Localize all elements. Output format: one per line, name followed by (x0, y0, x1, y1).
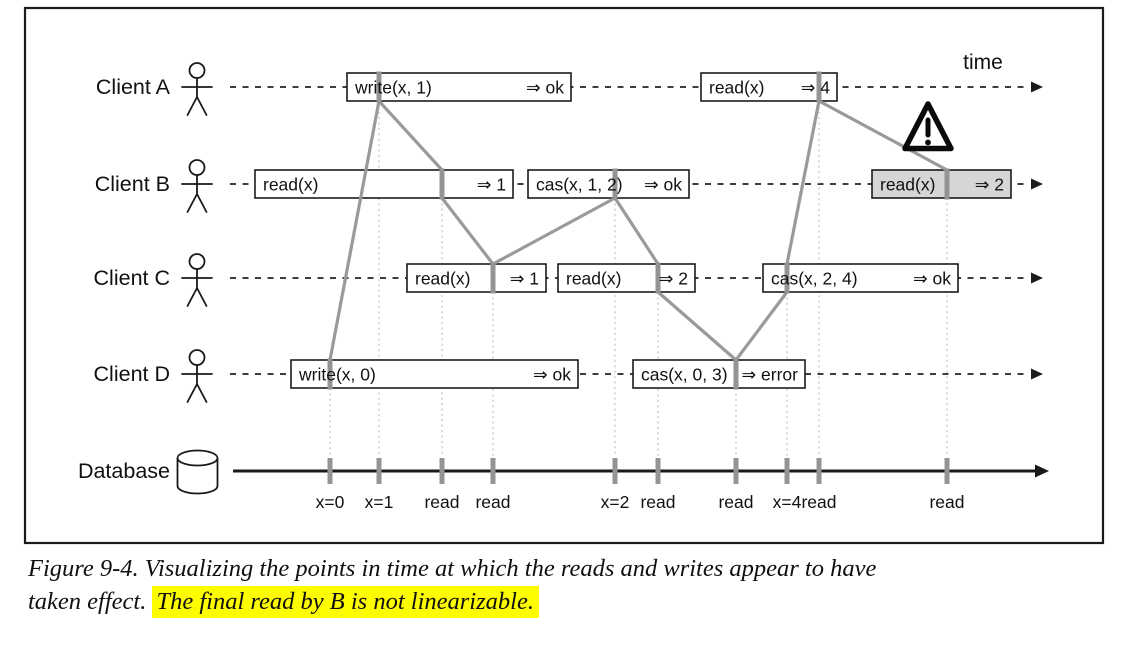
op-result-a-read: ⇒ 4 (801, 78, 831, 98)
timeline-arrowhead-client-d (1031, 368, 1043, 380)
linearizability-diagram: Client A Client B Client C Client D Database… (23, 6, 1105, 545)
caption-line2-prefix: taken effect. (28, 588, 153, 615)
row-label-client-d: Client D (94, 362, 170, 386)
db-tick (612, 458, 618, 484)
person-icon (188, 159, 206, 176)
commit-point-marker-b-read (439, 168, 445, 200)
person-icon (188, 253, 206, 270)
op-label-a-read: read(x) (709, 78, 764, 98)
op-result-b-read2: ⇒ 2 (975, 175, 1004, 195)
op-result-c-read2: ⇒ 2 (659, 269, 688, 289)
linearization-segment (491, 196, 617, 266)
row-label-client-a: Client A (96, 75, 171, 99)
op-label-b-cas: cas(x, 1, 2) (536, 175, 623, 195)
op-box-d-write (290, 359, 579, 389)
timeline-arrowhead-client-c (1031, 272, 1043, 284)
figure-frame (23, 6, 1105, 545)
op-result-c-read1: ⇒ 1 (510, 269, 539, 289)
db-timeline-arrowhead (1035, 464, 1049, 478)
commit-point-marker-c-read2 (655, 262, 661, 294)
op-label-a-write: write(x, 1) (354, 78, 432, 98)
op-label-c-read1: read(x) (415, 269, 470, 289)
database-cylinder-icon (176, 458, 219, 495)
linearization-segment (377, 99, 444, 172)
commit-point-marker-c-cas (784, 262, 790, 294)
op-box-c-cas (762, 263, 959, 293)
timeline-arrowhead-client-a (1031, 81, 1043, 93)
db-tick (327, 458, 333, 484)
db-tick (655, 458, 661, 484)
op-label-b-read: read(x) (263, 175, 318, 195)
commit-point-marker-d-write (327, 358, 333, 390)
db-tick-label: x=1 (365, 492, 394, 512)
op-result-d-cas: ⇒ error (742, 365, 799, 385)
db-tick (784, 458, 790, 484)
linearization-segment (328, 99, 381, 362)
db-tick (944, 458, 950, 484)
db-tick-label: read (424, 492, 459, 512)
op-label-d-cas: cas(x, 0, 3) (641, 365, 728, 385)
figure-caption: Figure 9-4. Visualizing the points in ti… (28, 552, 1108, 618)
linearization-segment (656, 290, 738, 362)
op-result-c-cas: ⇒ ok (913, 269, 951, 289)
person-icon (188, 62, 206, 79)
row-label-client-c: Client C (94, 266, 170, 290)
caption-highlight: The final read by B is not linearizable. (152, 586, 539, 618)
commit-point-marker-b-cas (612, 168, 618, 200)
person-icon (181, 364, 213, 403)
db-tick-label: read (718, 492, 753, 512)
db-tick (376, 458, 382, 484)
db-tick (733, 458, 739, 484)
db-tick-label: x=4 (773, 492, 802, 512)
db-tick (816, 458, 822, 484)
op-result-b-read: ⇒ 1 (477, 175, 506, 195)
linearization-segment (785, 99, 821, 266)
db-tick-label: read (801, 492, 836, 512)
op-box-c-read2 (557, 263, 696, 293)
linearization-segment (817, 99, 949, 172)
op-result-a-write: ⇒ ok (526, 78, 564, 98)
person-icon (181, 77, 213, 116)
op-result-d-write: ⇒ ok (533, 365, 571, 385)
row-label-client-b: Client B (95, 172, 170, 196)
db-tick (490, 458, 496, 484)
op-box-d-cas (632, 359, 806, 389)
linearization-segment (440, 196, 495, 266)
person-icon (188, 349, 206, 366)
person-icon (181, 174, 213, 213)
timeline-arrowhead-client-b (1031, 178, 1043, 190)
db-tick-label: read (929, 492, 964, 512)
op-box-a-read (700, 72, 838, 102)
commit-point-marker-a-read (816, 71, 822, 103)
time-label: time (963, 51, 1003, 74)
op-label-c-read2: read(x) (566, 269, 621, 289)
op-label-c-cas: cas(x, 2, 4) (771, 269, 858, 289)
database-cylinder-icon (176, 449, 219, 467)
op-box-b-read2 (871, 169, 1012, 199)
commit-point-marker-c-read1 (490, 262, 496, 294)
db-tick-label: read (475, 492, 510, 512)
caption-line1: Figure 9-4. Visualizing the points in ti… (28, 555, 877, 582)
op-box-b-read (254, 169, 514, 199)
db-tick (439, 458, 445, 484)
person-icon (181, 268, 213, 307)
op-box-a-write (346, 72, 572, 102)
op-box-b-cas (527, 169, 690, 199)
db-tick-label: x=2 (601, 492, 630, 512)
linearization-segment (734, 290, 789, 362)
op-label-b-read2: read(x) (880, 175, 935, 195)
commit-point-marker-b-read2 (944, 168, 950, 200)
warning-icon (925, 139, 931, 146)
commit-point-marker-a-write (376, 71, 382, 103)
commit-point-marker-d-cas (733, 358, 739, 390)
db-tick-label: read (640, 492, 675, 512)
row-label-database: Database (78, 459, 170, 483)
op-box-c-read1 (406, 263, 547, 293)
op-label-d-write: write(x, 0) (298, 365, 376, 385)
op-result-b-cas: ⇒ ok (644, 175, 682, 195)
linearization-segment (613, 196, 660, 266)
db-tick-label: x=0 (316, 492, 345, 512)
